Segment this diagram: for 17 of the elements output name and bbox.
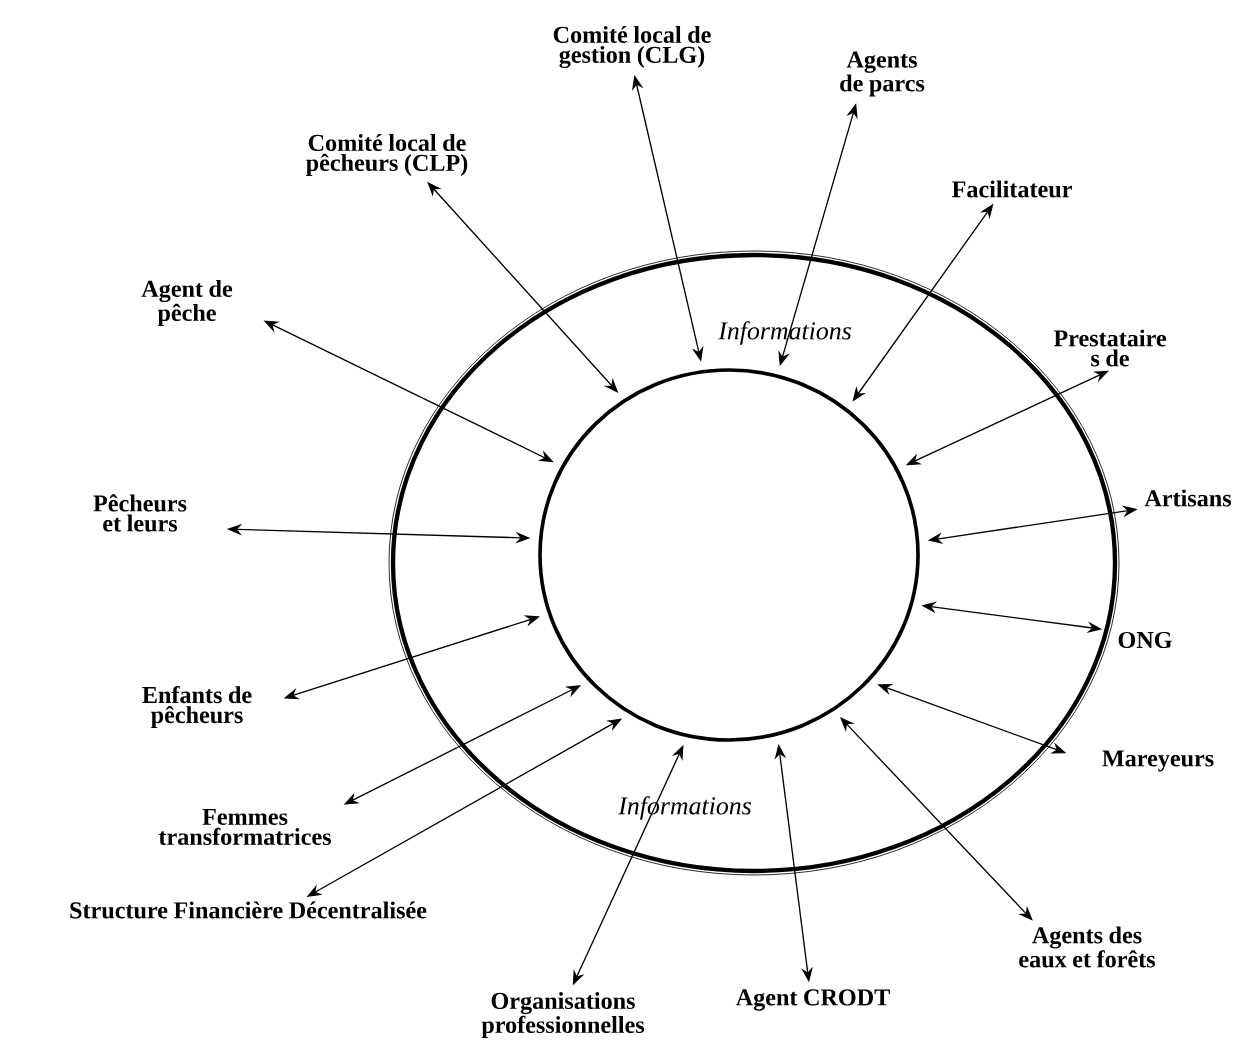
- actor-label: Mareyeurs: [1102, 750, 1214, 772]
- actor-label: Enfants de pêcheurs: [142, 685, 252, 729]
- actor-label: Artisans: [1144, 489, 1232, 507]
- actor-label: ONG: [1118, 631, 1172, 649]
- actor-label: Agents des eaux et forêts: [1019, 926, 1156, 968]
- actor-label: Agent de pêche: [141, 280, 233, 326]
- actor-label: Comité local de gestion (CLG): [553, 25, 711, 69]
- inner-circle: [538, 368, 920, 742]
- actor-label: Pêcheurs et leurs: [93, 494, 187, 532]
- actor-label: Femmes transformatrices: [158, 808, 331, 846]
- actor-label: Prestataire s de: [1053, 329, 1166, 367]
- actor-label: Agents de parcs: [840, 51, 925, 97]
- actor-label: Comité local de pêcheurs (CLP): [306, 134, 468, 176]
- actor-label: Agent CRODT: [735, 989, 890, 1011]
- actor-label: Facilitateur: [952, 180, 1072, 198]
- actor-label: Organisations professionnelles: [481, 992, 645, 1038]
- actor-label: Structure Financière Décentralisée: [70, 901, 427, 919]
